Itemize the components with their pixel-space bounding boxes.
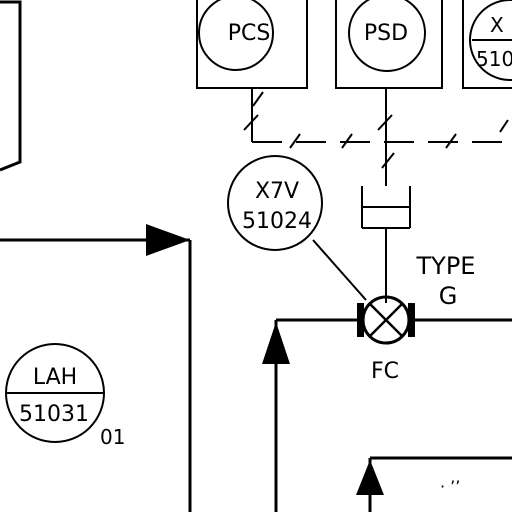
valve-right-flange [408,303,415,337]
partial-instrument-bottom: 510 [476,47,512,71]
lah-instrument[interactable]: LAH 51031 01 [5,343,125,449]
process-line-left [0,224,192,512]
lah-suffix: 01 [100,425,125,449]
zsv-tag-bottom: 51024 [242,209,312,234]
flow-arrow-up-lower [356,460,384,495]
zsv-tag-top: X7V [255,179,299,204]
fragment-text: · ’’ [440,477,460,496]
ball-valve[interactable]: FC [357,295,415,384]
valve-type-line2: G [439,282,458,310]
lah-tag-bottom: 51031 [19,402,89,427]
flow-arrow-right [146,224,190,256]
valve-type-line1: TYPE [416,252,476,280]
pcs-label: PCS [228,21,271,46]
pcs-instrument[interactable]: PCS [196,0,308,89]
valve-action-label: FC [371,359,399,384]
valve-type-label: TYPE G [416,252,476,310]
dashed-signal-line [252,119,512,149]
flow-arrow-up [262,322,290,364]
lah-tag-top: LAH [33,365,77,390]
partial-instrument-right[interactable]: X 510 [462,0,512,89]
pcs-signal-line [243,88,264,142]
solenoid-actuator[interactable] [361,186,411,303]
partial-instrument-top: X [490,13,504,37]
psd-instrument[interactable]: PSD [335,0,443,89]
vessel-left-edge [0,0,22,172]
zsv-instrument[interactable]: X7V 51024 [227,155,367,301]
valve-left-flange [357,303,364,337]
process-line-lower-right: · ’’ [356,456,512,512]
psd-signal-line [377,88,395,186]
psd-label: PSD [364,21,408,46]
process-line-main [262,318,512,512]
